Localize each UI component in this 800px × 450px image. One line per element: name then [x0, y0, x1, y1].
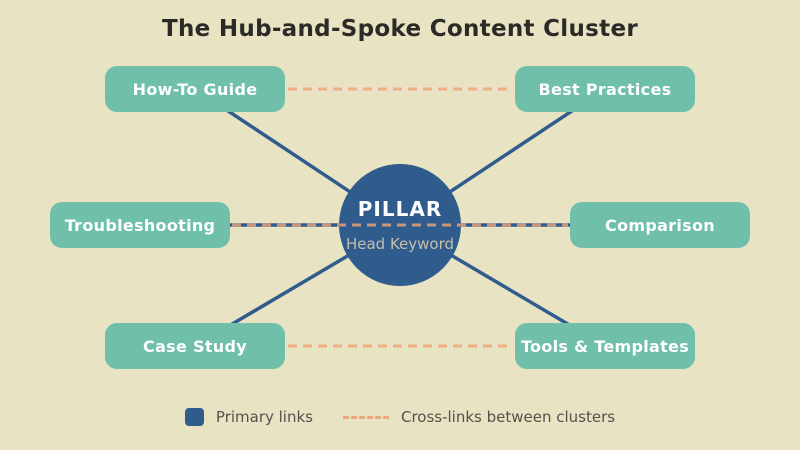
primary-links-swatch — [184, 408, 204, 426]
primary-links-label: Primary links — [215, 408, 313, 426]
node-troubleshooting[interactable]: Troubleshooting — [50, 202, 230, 248]
legend: Primary links Cross-links between cluste… — [0, 408, 800, 426]
node-best-practices[interactable]: Best Practices — [515, 66, 695, 112]
cross-links-label: Cross-links between clusters — [400, 408, 616, 426]
node-troubleshooting-label: Troubleshooting — [64, 215, 216, 235]
node-best-practices-label: Best Practices — [538, 79, 672, 99]
node-how-to-guide[interactable]: How-To Guide — [105, 66, 285, 112]
hub-pillar-node[interactable]: PILLAR Head Keyword — [339, 164, 461, 286]
diagram-title: The Hub-and-Spoke Content Cluster — [161, 16, 638, 42]
node-case-study-label: Case Study — [143, 336, 247, 356]
node-comparison[interactable]: Comparison — [570, 202, 750, 248]
node-tools-templates[interactable]: Tools & Templates — [515, 323, 695, 369]
hub-subtitle: Head Keyword — [345, 235, 455, 253]
node-how-to-guide-label: How-To Guide — [132, 79, 258, 99]
node-comparison-label: Comparison — [605, 215, 715, 235]
node-tools-templates-label: Tools & Templates — [520, 336, 690, 356]
node-case-study[interactable]: Case Study — [105, 323, 285, 369]
cross-links-dash-swatch — [342, 415, 389, 419]
hub-title: PILLAR — [357, 197, 443, 221]
